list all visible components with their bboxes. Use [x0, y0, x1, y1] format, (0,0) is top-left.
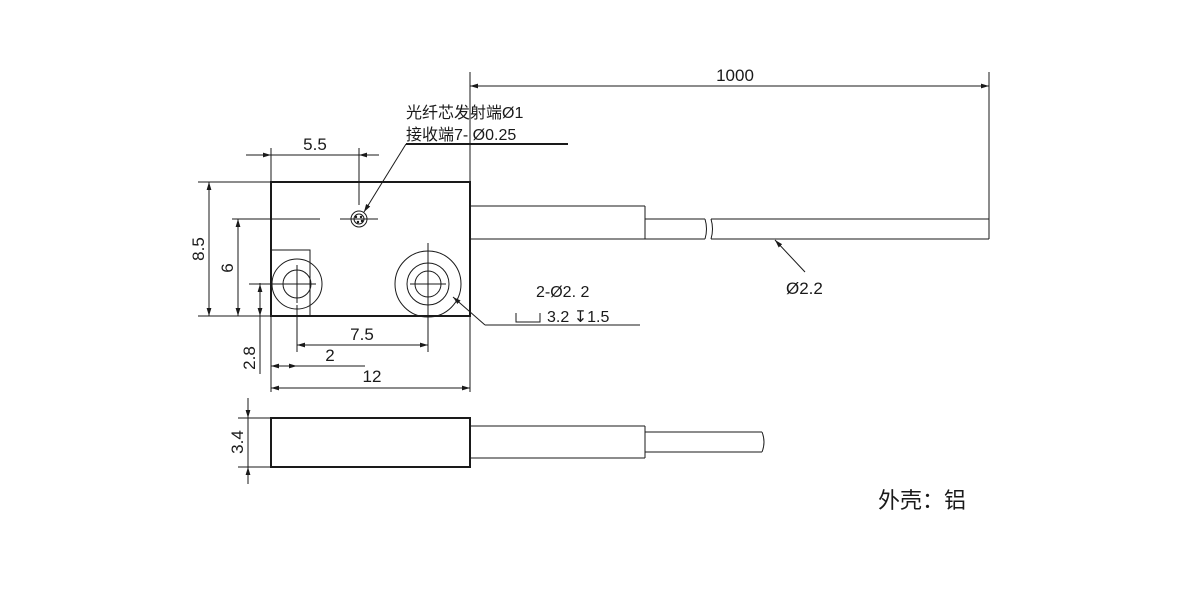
- fiber-emitter-point: [232, 210, 378, 228]
- dim-length-label: 12: [363, 367, 382, 386]
- mount-hole-callout: 2-Ø2. 2 3.2 ↧1.5: [452, 284, 640, 326]
- dim-hole-center-height-label: 6: [218, 263, 237, 272]
- fiber-emitter-note: 光纤芯发射端Ø1: [406, 104, 523, 122]
- mount-hole-left: [271, 258, 323, 310]
- mount-hole-note: 2-Ø2. 2: [536, 284, 589, 301]
- sensor-body: [270, 181, 471, 317]
- mount-tab-notch: [271, 249, 311, 316]
- cable-diameter-callout: Ø2.2: [774, 239, 823, 298]
- dim-hole-offset-x-label: 5.5: [303, 135, 327, 154]
- dim-edge-offset: 2: [270, 316, 365, 392]
- dim-hole-spacing-label: 7.5: [350, 325, 374, 344]
- counterbore-icon: [515, 313, 541, 323]
- dim-cable-length-label: 1000: [716, 66, 754, 85]
- fiber-receiver-note: 接收端7- Ø0.25: [406, 126, 516, 144]
- dim-height-label: 8.5: [189, 237, 208, 261]
- fiber-cable: [470, 205, 990, 240]
- dim-bottom-height: 2.8: [240, 283, 278, 374]
- side-cable: [470, 425, 765, 459]
- counterbore-note: 3.2 ↧1.5: [547, 309, 609, 326]
- material-note: 外壳：铝: [878, 488, 966, 513]
- dim-thickness: 3.4: [228, 398, 271, 484]
- top-view: 1000 5.5 8.5 6 2.8: [189, 66, 990, 392]
- dim-thickness-label: 3.4: [228, 430, 247, 454]
- side-body: [270, 417, 471, 468]
- cable-diameter-label: Ø2.2: [786, 279, 823, 298]
- side-view: 3.4: [228, 398, 765, 484]
- dim-cable-length: 1000: [469, 66, 990, 219]
- dim-bottom-height-label: 2.8: [240, 346, 259, 370]
- dim-height: 8.5: [189, 181, 271, 317]
- dim-length: 12: [271, 316, 471, 392]
- dim-hole-center-height: 6: [218, 219, 241, 316]
- fiber-note-callout: 光纤芯发射端Ø1 接收端7- Ø0.25: [363, 104, 568, 213]
- mount-hole-right: [394, 243, 462, 352]
- dim-hole-spacing: 7.5: [296, 305, 428, 352]
- dim-edge-offset-label: 2: [325, 346, 334, 365]
- dim-hole-offset-x: 5.5: [246, 135, 379, 205]
